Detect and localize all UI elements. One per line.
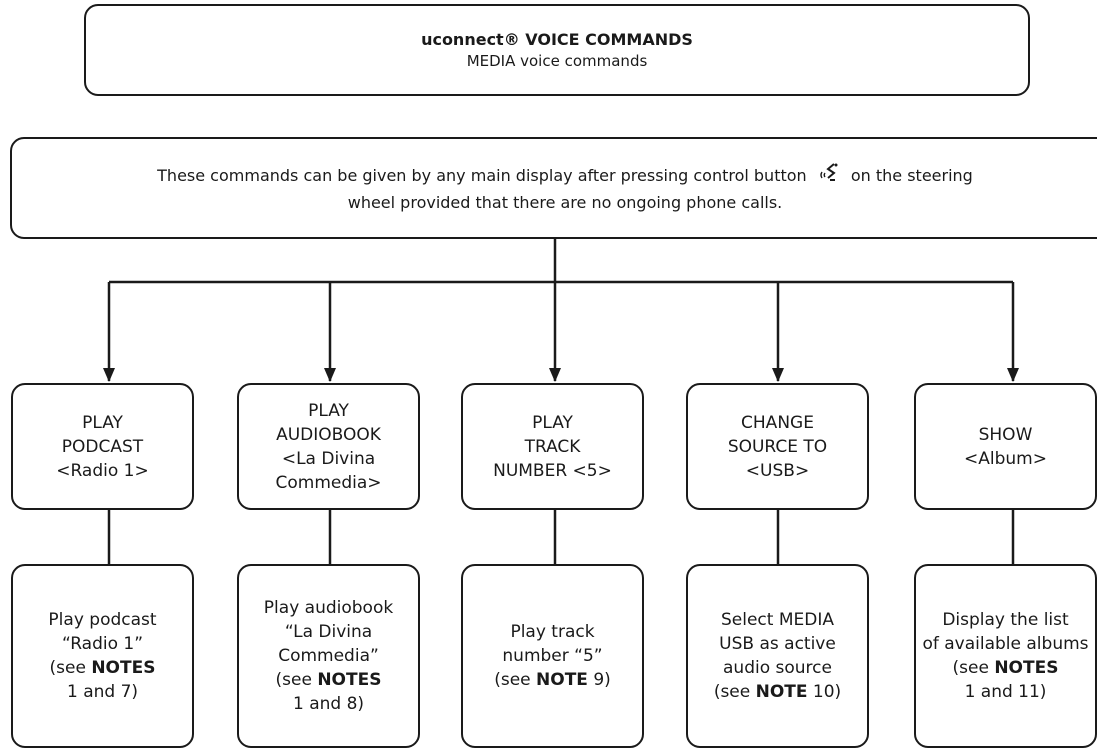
see-text: (see <box>49 658 92 678</box>
result-line: Display the list <box>942 610 1069 630</box>
result-line: of available albums <box>922 634 1089 654</box>
see-text: (see <box>952 658 995 678</box>
command-line: Commedia> <box>275 472 382 493</box>
command-line: <La Divina <box>281 448 376 469</box>
page-title: uconnect® VOICE COMMANDS <box>421 30 693 49</box>
result-line: Play podcast <box>48 610 157 630</box>
result-line: audio source <box>723 658 832 678</box>
result-note-ref: (see NOTES <box>953 656 1059 680</box>
result-note-numbers: 1 and 11) <box>964 682 1047 702</box>
instruction-line-1: These commands can be given by any main … <box>157 162 973 191</box>
voice-command-icon <box>818 162 840 191</box>
command-line: <Album> <box>964 448 1047 469</box>
notes-keyword: NOTES <box>317 670 382 690</box>
result-note-ref: (see NOTE 9) <box>494 668 611 692</box>
result-play-podcast: Play podcast “Radio 1” (see NOTES 1 and … <box>11 564 194 748</box>
result-line: Play track <box>510 622 595 642</box>
notes-keyword: NOTES <box>91 658 156 678</box>
command-line: <Radio 1> <box>56 460 149 481</box>
result-line: Play audiobook <box>263 598 394 618</box>
result-note-ref: (see NOTE 10) <box>714 680 841 704</box>
command-line: SHOW <box>978 424 1033 445</box>
note-number: 9) <box>587 670 611 690</box>
instruction-line-2: wheel provided that there are no ongoing… <box>347 192 783 212</box>
result-line: number “5” <box>502 646 603 666</box>
note-keyword: NOTE <box>755 682 808 702</box>
command-line: <USB> <box>745 460 810 481</box>
command-line: TRACK <box>524 436 581 457</box>
result-line: Commedia” <box>278 646 379 666</box>
result-note-ref: (see NOTES <box>276 668 382 692</box>
result-change-source: Select MEDIA USB as active audio source … <box>686 564 869 748</box>
command-play-track-number: PLAY TRACK NUMBER <5> <box>461 383 644 510</box>
result-line: USB as active <box>719 634 836 654</box>
see-text: (see <box>494 670 537 690</box>
notes-keyword: NOTES <box>994 658 1059 678</box>
result-line: “Radio 1” <box>61 634 144 654</box>
command-line: NUMBER <5> <box>493 460 612 481</box>
page-subtitle: MEDIA voice commands <box>466 52 648 70</box>
note-keyword: NOTE <box>536 670 588 690</box>
command-line: AUDIOBOOK <box>276 424 381 445</box>
command-line: SOURCE TO <box>727 436 828 457</box>
command-play-podcast: PLAY PODCAST <Radio 1> <box>11 383 194 510</box>
result-play-track-number: Play track number “5” (see NOTE 9) <box>461 564 644 748</box>
see-text: (see <box>275 670 318 690</box>
title-box: uconnect® VOICE COMMANDS MEDIA voice com… <box>84 4 1030 96</box>
result-line: “La Divina <box>284 622 373 642</box>
instruction-box: These commands can be given by any main … <box>10 137 1097 239</box>
command-line: PLAY <box>308 400 349 421</box>
instruction-text-end: on the steering <box>850 165 973 185</box>
instruction-text-start: These commands can be given by any main … <box>157 165 807 185</box>
see-text: (see <box>713 682 756 702</box>
command-line: PLAY <box>532 412 573 433</box>
command-line: CHANGE <box>741 412 814 433</box>
command-change-source: CHANGE SOURCE TO <USB> <box>686 383 869 510</box>
note-number: 10) <box>807 682 842 702</box>
result-note-numbers: 1 and 8) <box>292 694 365 714</box>
result-line: Select MEDIA <box>721 610 834 630</box>
result-note-numbers: 1 and 7) <box>66 682 139 702</box>
command-line: PODCAST <box>61 436 144 457</box>
result-play-audiobook: Play audiobook “La Divina Commedia” (see… <box>237 564 420 748</box>
command-show-album: SHOW <Album> <box>914 383 1097 510</box>
result-note-ref: (see NOTES <box>50 656 156 680</box>
command-line: PLAY <box>82 412 123 433</box>
result-show-album: Display the list of available albums (se… <box>914 564 1097 748</box>
command-play-audiobook: PLAY AUDIOBOOK <La Divina Commedia> <box>237 383 420 510</box>
